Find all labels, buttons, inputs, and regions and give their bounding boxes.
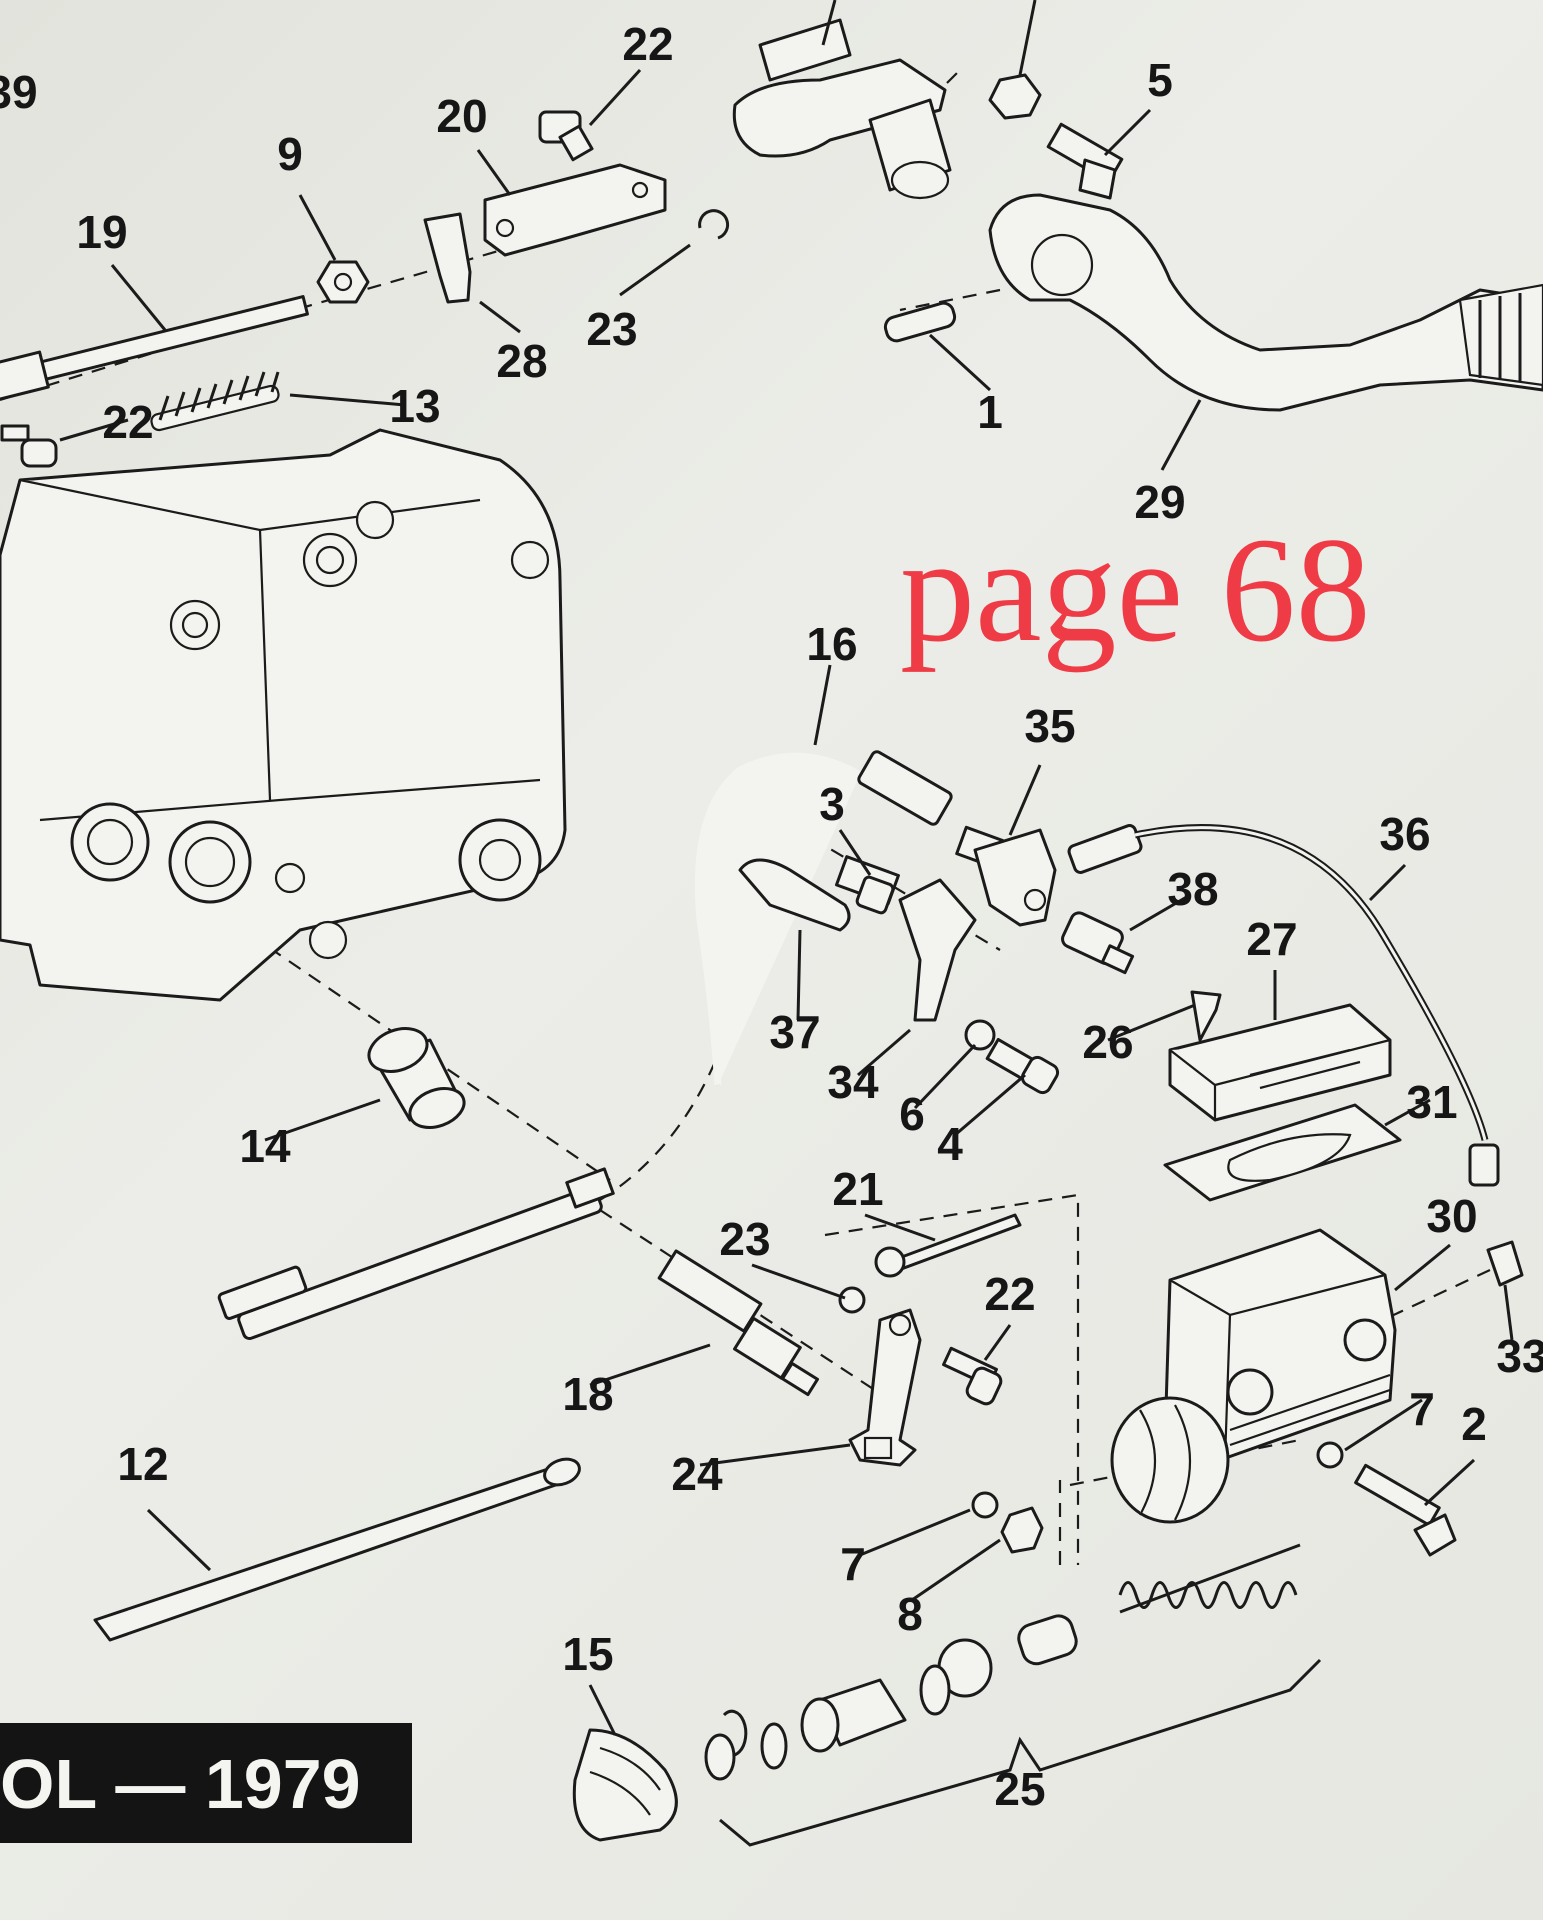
pushrod-19 bbox=[0, 295, 309, 407]
callout-7: 7 bbox=[840, 1538, 866, 1590]
callout-6: 6 bbox=[899, 1088, 925, 1140]
callout-20: 20 bbox=[436, 90, 487, 142]
pin-22-mid bbox=[942, 1346, 1003, 1406]
cotter-pin-21 bbox=[874, 1213, 1022, 1278]
callout-23: 23 bbox=[586, 303, 637, 355]
boot-15 bbox=[572, 1728, 678, 1842]
callout-15: 15 bbox=[562, 1628, 613, 1680]
bolt-3 bbox=[834, 855, 900, 915]
bolt-2 bbox=[1354, 1463, 1457, 1557]
callout-29: 29 bbox=[1134, 476, 1185, 528]
callout-19: 19 bbox=[76, 206, 127, 258]
pin-22-left bbox=[0, 424, 58, 468]
pushrod-18 bbox=[657, 1249, 819, 1397]
pin-22-top bbox=[538, 110, 594, 162]
bushing-14 bbox=[367, 1027, 466, 1129]
callout-25: 25 bbox=[994, 1763, 1045, 1815]
bolt-4 bbox=[985, 1037, 1060, 1095]
nut-top-right bbox=[988, 73, 1042, 120]
transmission-cover bbox=[0, 428, 567, 1002]
callout-7: 7 bbox=[1409, 1383, 1435, 1435]
cylinder-boot bbox=[1110, 1396, 1230, 1524]
bracket-25 bbox=[719, 1658, 1322, 1847]
rod-12 bbox=[93, 1457, 581, 1642]
banner-text: OL — 1979 bbox=[0, 1745, 361, 1823]
brake-hose-16-inner bbox=[694, 752, 862, 1086]
callout-35: 35 bbox=[1024, 700, 1075, 752]
title-banner: OL — 1979 bbox=[0, 1723, 412, 1843]
callout-30: 30 bbox=[1426, 1190, 1477, 1242]
washer-6 bbox=[964, 1019, 996, 1051]
reservoir-cover-27 bbox=[1168, 1003, 1392, 1122]
washer-7-mid bbox=[971, 1491, 999, 1519]
gasket-31 bbox=[1163, 1103, 1402, 1202]
hose-fitting bbox=[857, 750, 953, 826]
callout-36: 36 bbox=[1379, 808, 1430, 860]
callout-14: 14 bbox=[239, 1120, 291, 1172]
brake-pedal-29 bbox=[988, 193, 1543, 412]
fitting-33 bbox=[1486, 1240, 1524, 1287]
bracket-34 bbox=[898, 878, 977, 1022]
spring-25 bbox=[1118, 1543, 1301, 1614]
spring-13 bbox=[150, 371, 280, 432]
screw-26 bbox=[1190, 990, 1222, 1042]
screw-1 bbox=[883, 301, 957, 343]
callout-16: 16 bbox=[806, 618, 857, 670]
callout-8: 8 bbox=[897, 1588, 923, 1640]
callout-5: 5 bbox=[1147, 54, 1173, 106]
callout-34: 34 bbox=[827, 1056, 879, 1108]
callout-numbers: 3922209195232811322291635336382737263463… bbox=[0, 18, 1543, 1815]
callout-3: 3 bbox=[819, 778, 845, 830]
clip-23-top bbox=[698, 209, 730, 240]
callout-28: 28 bbox=[496, 335, 547, 387]
callout-22: 22 bbox=[622, 18, 673, 70]
clip-23-mid bbox=[838, 1286, 866, 1314]
callout-2: 2 bbox=[1461, 1398, 1487, 1450]
page-stamp: page 68 bbox=[900, 507, 1371, 673]
bolt-5 bbox=[1046, 122, 1124, 200]
callout-4: 4 bbox=[937, 1118, 963, 1170]
callout-22: 22 bbox=[102, 396, 153, 448]
nut-8 bbox=[1000, 1506, 1044, 1554]
clamp-37 bbox=[738, 858, 851, 932]
callout-33: 33 bbox=[1496, 1330, 1543, 1382]
shift-shaft-and-arm bbox=[732, 18, 952, 200]
callout-13: 13 bbox=[389, 380, 440, 432]
clevis-20 bbox=[483, 163, 667, 257]
callout-21: 21 bbox=[832, 1163, 883, 1215]
callout-23: 23 bbox=[719, 1213, 770, 1265]
callout-1: 1 bbox=[977, 386, 1003, 438]
bracket-28 bbox=[423, 212, 472, 304]
callout-39: 39 bbox=[0, 66, 38, 118]
callout-18: 18 bbox=[562, 1368, 613, 1420]
leader-lines bbox=[59, 0, 1514, 1736]
callout-27: 27 bbox=[1246, 913, 1297, 965]
callout-22: 22 bbox=[984, 1268, 1035, 1320]
callout-31: 31 bbox=[1406, 1076, 1457, 1128]
callout-24: 24 bbox=[671, 1448, 723, 1500]
switch-38 bbox=[1061, 911, 1135, 975]
callout-9: 9 bbox=[277, 128, 303, 180]
brake-line-36 bbox=[1067, 824, 1500, 1187]
lever-24 bbox=[848, 1308, 922, 1467]
pushrod-assembly bbox=[217, 1167, 615, 1341]
callout-38: 38 bbox=[1167, 863, 1218, 915]
washer-7-right bbox=[1316, 1441, 1344, 1469]
piston-kit-25 bbox=[704, 1614, 1078, 1781]
callout-37: 37 bbox=[769, 1006, 820, 1058]
callout-12: 12 bbox=[117, 1438, 168, 1490]
junction-block-35 bbox=[955, 825, 1057, 927]
callout-26: 26 bbox=[1082, 1016, 1133, 1068]
master-cylinder-30 bbox=[1163, 1228, 1397, 1462]
